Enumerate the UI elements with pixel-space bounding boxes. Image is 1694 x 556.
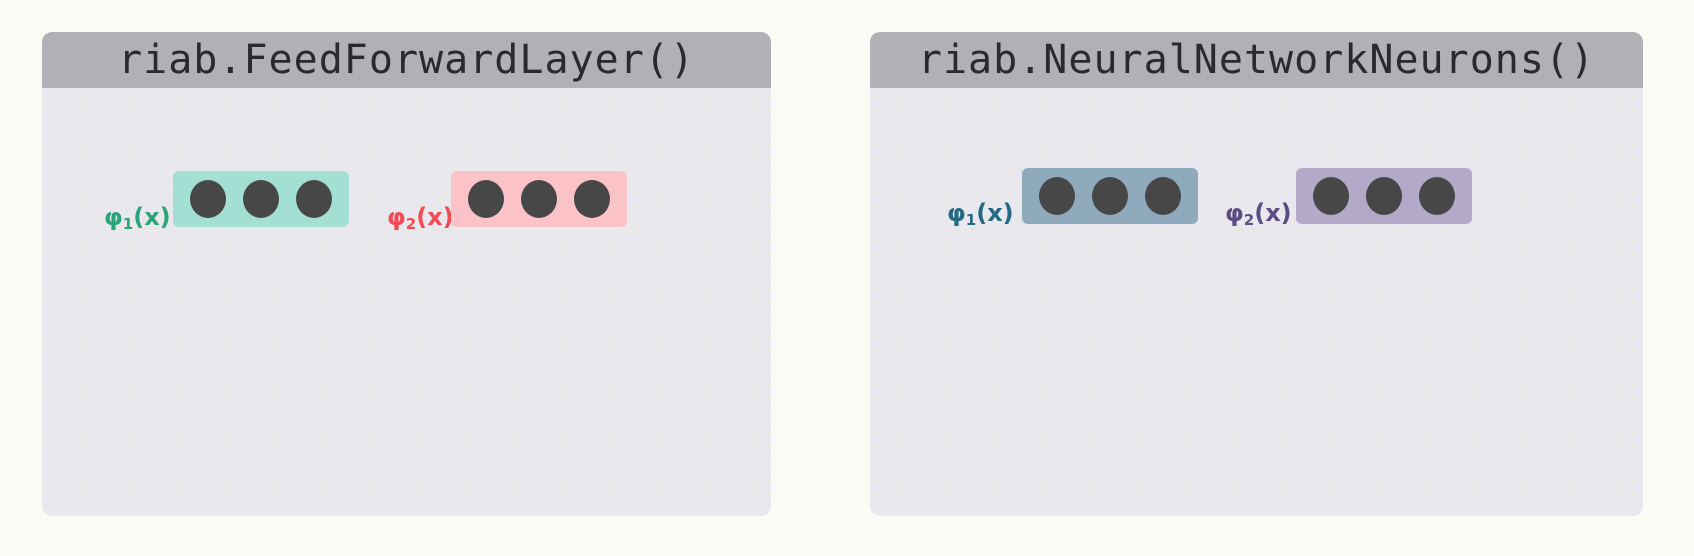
neuron: [1365, 177, 1402, 215]
neural-network-neurons-panel: riab.NeuralNetworkNeurons() φ1(x) φ2(x): [870, 32, 1643, 516]
neuron: [1312, 177, 1349, 215]
layer-box: [173, 171, 349, 227]
layer-label: φ2(x): [387, 203, 454, 233]
neuron: [189, 180, 226, 218]
neuron: [467, 180, 504, 218]
neuron: [1145, 177, 1182, 215]
layer-box: [1022, 168, 1198, 224]
neuron: [1091, 177, 1128, 215]
neuron: [574, 180, 611, 218]
neuron: [520, 180, 557, 218]
layer-label: φ2(x): [1225, 199, 1292, 229]
neuron: [296, 180, 333, 218]
neuron: [242, 180, 279, 218]
layer-box: [1296, 168, 1472, 224]
panel-title: riab.NeuralNetworkNeurons(): [870, 32, 1643, 88]
layer-label: φ1(x): [104, 203, 171, 233]
neuron: [1038, 177, 1075, 215]
layer-box: [451, 171, 627, 227]
layer-label: φ1(x): [947, 199, 1014, 229]
neuron: [1419, 177, 1456, 215]
panel-title: riab.FeedForwardLayer(): [42, 32, 771, 88]
feed-forward-panel: riab.FeedForwardLayer() φ1(x) φ2(x): [42, 32, 771, 516]
